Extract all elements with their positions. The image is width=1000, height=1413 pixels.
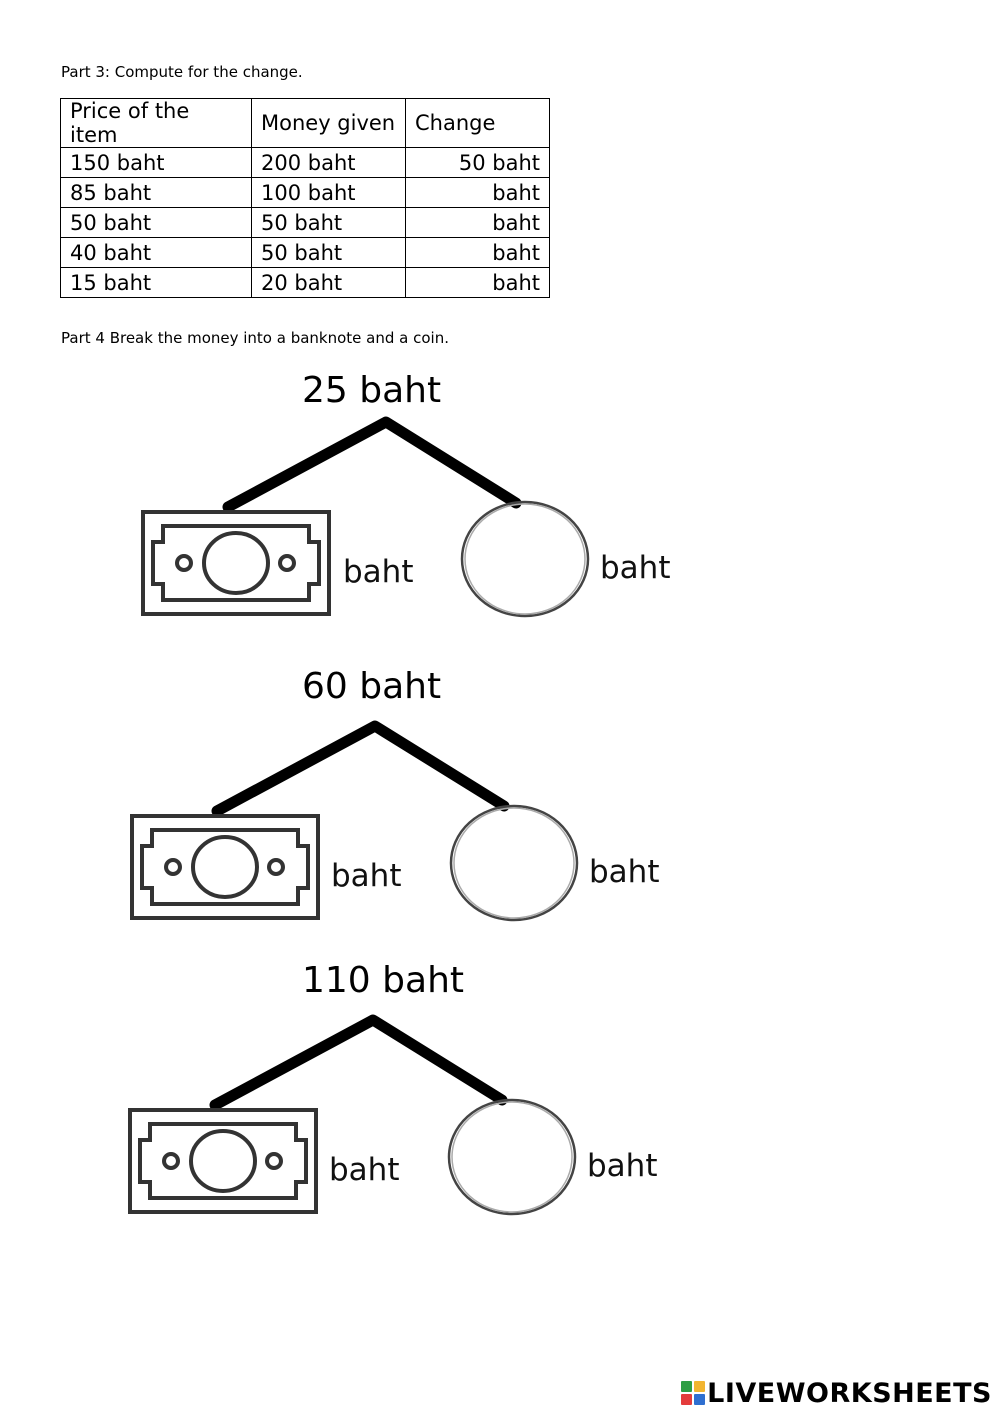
money-given-cell: 50 baht xyxy=(251,237,406,268)
table-row: 15 baht 20 baht baht xyxy=(60,267,550,298)
banknote-icon xyxy=(128,1108,318,1214)
table-row: 40 baht 50 baht baht xyxy=(60,237,550,268)
number-bond-problem: 25 baht baht baht xyxy=(0,360,1000,660)
part4-heading: Part 4 Break the money into a banknote a… xyxy=(61,329,449,347)
change-cell[interactable]: baht xyxy=(405,267,550,298)
coin-answer-label[interactable]: baht xyxy=(589,854,660,890)
table-row: 85 baht 100 baht baht xyxy=(60,177,550,208)
price-cell: 15 baht xyxy=(60,267,252,298)
branch-lines xyxy=(209,1014,508,1111)
coin-answer-label[interactable]: baht xyxy=(600,550,671,586)
banknote-answer-label[interactable]: baht xyxy=(343,554,414,590)
column-header-money-given: Money given xyxy=(251,98,406,148)
price-cell: 150 baht xyxy=(60,147,252,178)
coin-icon xyxy=(447,1098,577,1216)
table-row: 50 baht 50 baht baht xyxy=(60,207,550,238)
table-header-row: Price of the item Money given Change xyxy=(60,98,550,148)
coin-answer-label[interactable]: baht xyxy=(587,1148,658,1184)
coin-icon xyxy=(460,500,590,618)
total-amount: 60 baht xyxy=(302,666,442,707)
number-bond-problem: 60 baht baht baht xyxy=(0,656,1000,956)
price-cell: 40 baht xyxy=(60,237,252,268)
change-table: Price of the item Money given Change 150… xyxy=(60,98,550,298)
banknote-answer-label[interactable]: baht xyxy=(331,858,402,894)
price-cell: 50 baht xyxy=(60,207,252,238)
table-row: 150 baht 200 baht 50 baht xyxy=(60,147,550,178)
change-cell[interactable]: baht xyxy=(405,177,550,208)
price-cell: 85 baht xyxy=(60,177,252,208)
money-given-cell: 100 baht xyxy=(251,177,406,208)
money-given-cell: 50 baht xyxy=(251,207,406,238)
total-amount: 110 baht xyxy=(302,960,464,1001)
change-cell[interactable]: baht xyxy=(405,237,550,268)
number-bond-problem: 110 baht baht baht xyxy=(0,950,1000,1250)
total-amount: 25 baht xyxy=(302,370,442,411)
liveworksheets-logo: LIVEWORKSHEETS xyxy=(681,1376,992,1410)
liveworksheets-logo-text: LIVEWORKSHEETS xyxy=(707,1377,992,1409)
banknote-icon xyxy=(141,510,331,616)
banknote-icon xyxy=(130,814,320,920)
column-header-price: Price of the item xyxy=(60,98,252,148)
money-given-cell: 20 baht xyxy=(251,267,406,298)
change-cell[interactable]: 50 baht xyxy=(405,147,550,178)
branch-lines xyxy=(211,720,510,817)
money-given-cell: 200 baht xyxy=(251,147,406,178)
part3-heading: Part 3: Compute for the change. xyxy=(61,63,303,81)
change-cell[interactable]: baht xyxy=(405,207,550,238)
branch-lines xyxy=(222,416,522,513)
liveworksheets-logo-icon xyxy=(681,1381,706,1405)
coin-icon xyxy=(449,804,579,922)
banknote-answer-label[interactable]: baht xyxy=(329,1152,400,1188)
column-header-change: Change xyxy=(405,98,550,148)
